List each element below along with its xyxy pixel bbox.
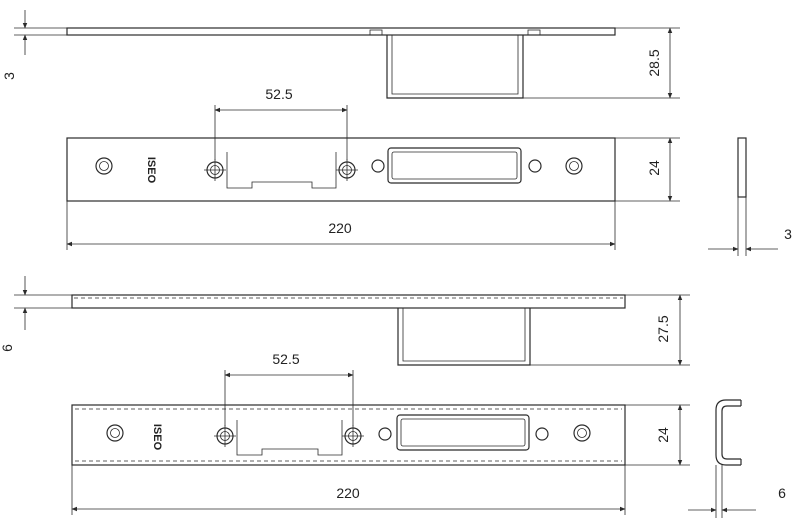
screw-spacing-label-bottom: 52.5 — [272, 351, 299, 367]
bottom-side-view — [71, 294, 626, 366]
dimension-plate-width-bottom: 24 — [625, 404, 690, 466]
dimension-screw-spacing-bottom: 52.5 — [224, 351, 354, 426]
dimension-thickness-bottom: 6 — [0, 276, 72, 352]
plate-length-label-top: 220 — [328, 220, 352, 236]
bottom-front-view: ISEO — [71, 404, 626, 466]
dimension-plate-width-top: 24 — [615, 137, 680, 202]
top-edge-profile: 3 — [708, 137, 792, 256]
screw-spacing-label-top: 52.5 — [265, 86, 292, 102]
dimension-thickness-top: 3 — [1, 10, 67, 80]
box-depth-label-bottom: 27.5 — [655, 315, 671, 342]
plate-width-label-top: 24 — [646, 160, 662, 176]
dimension-plate-length-top: 220 — [66, 201, 616, 250]
thickness-label-bottom: 6 — [0, 344, 15, 352]
iseo-logo-bottom: ISEO — [151, 424, 163, 451]
dimension-screw-spacing-top: 52.5 — [214, 86, 348, 160]
edge-thickness-label-bottom: 6 — [778, 485, 786, 501]
dimension-box-depth-bottom: 27.5 — [530, 294, 690, 366]
thickness-label-top: 3 — [1, 72, 17, 80]
plate-width-label-bottom: 24 — [655, 427, 671, 443]
top-side-view — [66, 27, 616, 99]
dimension-box-depth-top: 28.5 — [523, 27, 680, 99]
top-front-view: ISEO — [66, 137, 616, 202]
bottom-edge-profile: 6 — [688, 399, 786, 518]
plate-length-label-bottom: 220 — [336, 485, 360, 501]
box-depth-label-top: 28.5 — [646, 49, 662, 76]
iseo-logo: ISEO — [145, 157, 157, 184]
dimension-plate-length-bottom: 220 — [71, 465, 626, 515]
edge-thickness-label-top: 3 — [784, 226, 792, 242]
